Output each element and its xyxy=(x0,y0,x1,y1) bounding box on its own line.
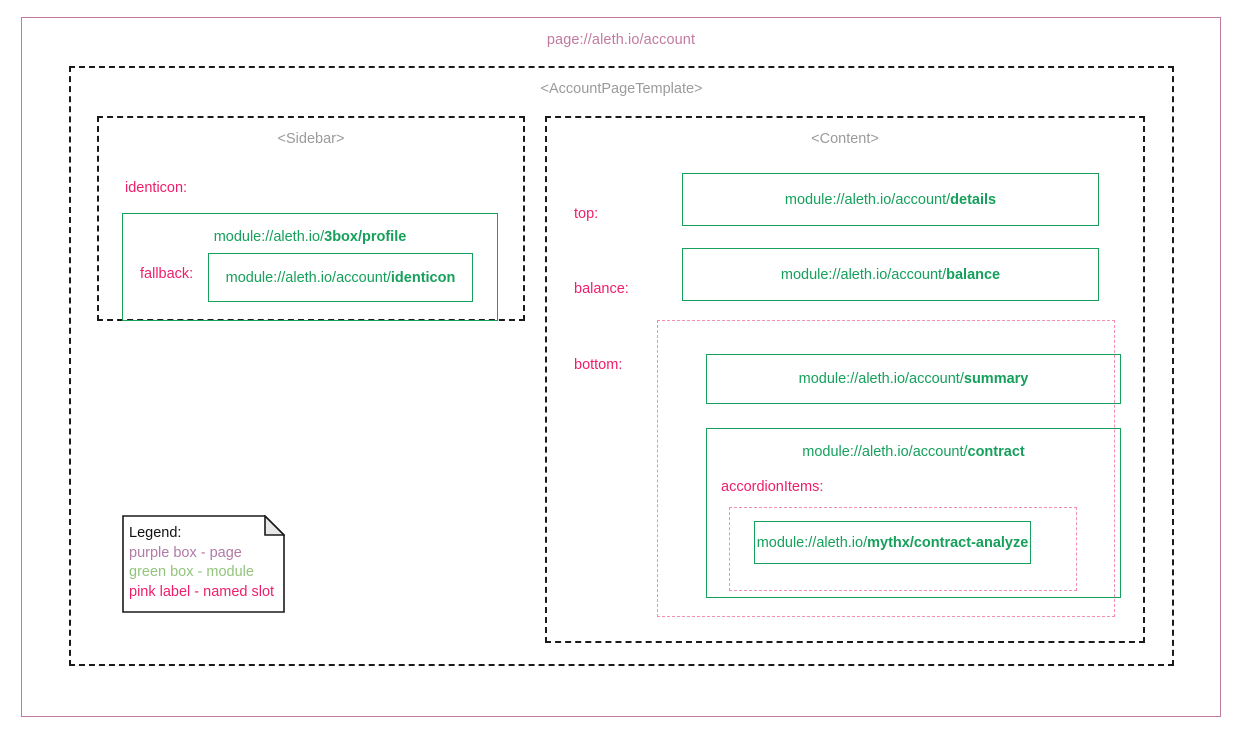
legend-text: Legend: purple box - page green box - mo… xyxy=(129,524,274,602)
module-account-balance-label: module://aleth.io/account/balance xyxy=(781,267,1000,283)
legend-title: Legend: xyxy=(129,525,182,541)
module-path-bold: identicon xyxy=(390,269,456,286)
template-title: <AccountPageTemplate> xyxy=(540,81,703,97)
legend-line-pink: pink label - named slot xyxy=(129,583,275,600)
page-box: page://aleth.io/account <AccountPageTemp… xyxy=(21,17,1221,717)
slot-label-accordion-items: accordionItems: xyxy=(721,479,824,495)
module-account-details-box[interactable]: module://aleth.io/account/details xyxy=(682,173,1099,226)
module-path-bold: mythx/contract-analyze xyxy=(867,534,1029,551)
module-path-prefix: module://aleth.io/ xyxy=(756,534,868,551)
module-path-prefix: module://aleth.io/account/ xyxy=(780,266,947,283)
legend-note-shape xyxy=(122,515,285,613)
module-3box-profile-box[interactable]: module://aleth.io/3box/profile fallback:… xyxy=(122,213,498,321)
slot-label-identicon: identicon: xyxy=(125,180,188,196)
slot-container-bottom: module://aleth.io/account/summary module… xyxy=(657,320,1121,617)
module-path-prefix: module://aleth.io/account/ xyxy=(802,444,968,460)
legend-line-green: green box - module xyxy=(129,564,254,580)
sidebar-title: <Sidebar> xyxy=(277,131,345,147)
content-region-box: <Content> xyxy=(545,116,1145,643)
module-path-bold: balance xyxy=(946,266,1001,283)
module-path-bold: details xyxy=(950,191,997,208)
module-3box-profile-label: module://aleth.io/3box/profile xyxy=(123,228,497,246)
slot-label-top: top: xyxy=(574,206,599,222)
module-account-summary-label: module://aleth.io/account/summary xyxy=(799,371,1029,387)
module-path-prefix: module://aleth.io/ xyxy=(213,229,325,245)
module-account-summary-box[interactable]: module://aleth.io/account/summary xyxy=(706,354,1121,404)
account-page-template-box: <AccountPageTemplate> xyxy=(69,66,1174,666)
module-account-balance-box[interactable]: module://aleth.io/account/balance xyxy=(682,248,1099,301)
content-title: <Content> xyxy=(811,131,879,147)
legend-line-purple: purple box - page xyxy=(129,544,242,561)
module-path-prefix: module://aleth.io/account/ xyxy=(784,191,951,208)
module-path-prefix: module://aleth.io/account/ xyxy=(798,371,964,387)
module-account-contract-box[interactable]: module://aleth.io/account/contract accor… xyxy=(706,428,1121,598)
module-path-bold: summary xyxy=(963,371,1029,387)
legend-note: Legend: purple box - page green box - mo… xyxy=(122,515,285,613)
module-account-identicon-box[interactable]: module://aleth.io/account/identicon xyxy=(208,253,473,302)
module-path-prefix: module://aleth.io/account/ xyxy=(225,269,391,286)
module-mythx-contract-analyze-label: module://aleth.io/mythx/contract-analyze xyxy=(757,535,1029,551)
module-mythx-contract-analyze-box[interactable]: module://aleth.io/mythx/contract-analyze xyxy=(754,521,1031,564)
module-account-identicon-label: module://aleth.io/account/identicon xyxy=(226,270,456,286)
module-account-details-label: module://aleth.io/account/details xyxy=(785,192,996,208)
module-path-bold: 3box/profile xyxy=(324,229,407,245)
slot-label-bottom: bottom: xyxy=(574,357,623,373)
page-title: page://aleth.io/account xyxy=(546,32,696,48)
module-account-contract-label: module://aleth.io/account/contract xyxy=(707,443,1120,461)
slot-label-fallback: fallback: xyxy=(140,266,194,282)
slot-container-accordion-items: module://aleth.io/mythx/contract-analyze xyxy=(729,507,1077,591)
slot-label-balance: balance: xyxy=(574,281,629,297)
module-path-bold: contract xyxy=(967,444,1025,460)
